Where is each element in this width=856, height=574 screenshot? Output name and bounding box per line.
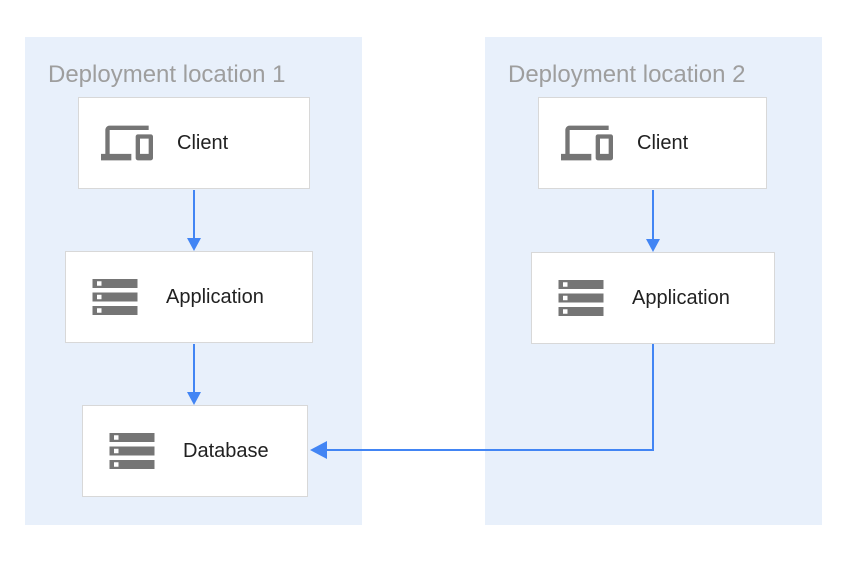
devices-icon [561, 117, 613, 169]
node-label: Database [183, 439, 269, 462]
node-label: Application [166, 285, 264, 308]
node-client-location1: Client [78, 97, 310, 189]
node-client-location2: Client [538, 97, 767, 189]
storage-icon [554, 271, 608, 325]
node-application-location1: Application [65, 251, 313, 343]
storage-icon [88, 270, 142, 324]
node-label: Client [637, 131, 689, 154]
node-label: Client [177, 131, 229, 154]
node-database-location1: Database [82, 405, 308, 497]
node-application-location2: Application [531, 252, 775, 344]
region-label: Deployment location 2 [508, 61, 746, 88]
devices-icon [101, 117, 153, 169]
storage-icon [105, 424, 159, 478]
node-label: Application [632, 286, 730, 309]
region-label: Deployment location 1 [48, 61, 286, 88]
